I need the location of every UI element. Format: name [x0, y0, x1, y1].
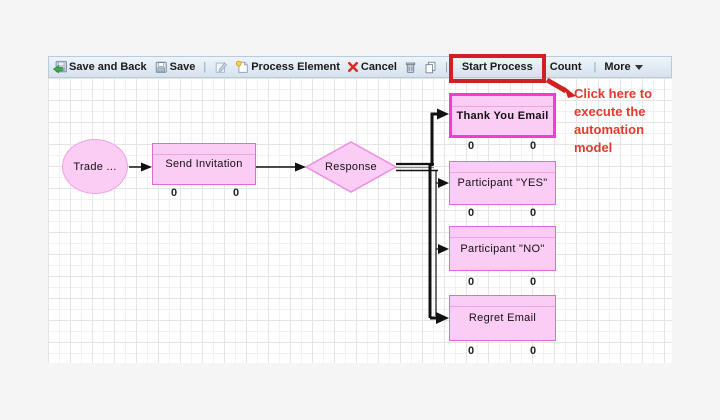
node-label: Regret Email [468, 312, 537, 324]
cancel-x-icon [347, 61, 359, 73]
highlight-box-start-process [449, 54, 546, 83]
copy-button[interactable] [424, 61, 437, 74]
node-regret-email[interactable]: Regret Email [449, 295, 556, 341]
node-header-divider [452, 106, 553, 107]
more-label: More [604, 61, 631, 73]
connector-lines [129, 108, 449, 324]
save-back-icon [53, 60, 67, 74]
node-header-divider [450, 306, 555, 307]
start-process-button[interactable]: Start Process [456, 61, 539, 73]
save-icon [154, 60, 168, 74]
delete-button[interactable] [404, 61, 417, 74]
annotation-callout: Click here to execute the automation mod… [574, 86, 653, 155]
node-label: Send Invitation [165, 158, 243, 170]
node-header-divider [153, 154, 255, 155]
node-participant-no[interactable]: Participant "NO" [449, 226, 556, 271]
cancel-button[interactable]: Cancel [347, 61, 397, 73]
count-badge: 0 [529, 276, 537, 288]
node-send-invitation[interactable]: Send Invitation [152, 143, 256, 185]
flow-canvas[interactable]: Trade ... Send Invitation Response Thank… [48, 78, 672, 363]
count-badge: 0 [529, 345, 537, 357]
count-button[interactable]: Count [546, 61, 586, 73]
toolbar-separator: | [444, 61, 448, 73]
more-button[interactable]: More [604, 61, 643, 73]
process-element-button[interactable]: Process Element [235, 60, 340, 74]
count-badge: 0 [467, 207, 475, 219]
node-header-divider [450, 237, 555, 238]
count-badge: 0 [232, 187, 240, 199]
count-badge: 0 [170, 187, 178, 199]
process-element-label: Process Element [251, 61, 340, 73]
new-page-icon [235, 60, 249, 74]
caret-down-icon [634, 64, 643, 70]
edit-button[interactable] [214, 60, 228, 74]
count-badge: 0 [467, 140, 475, 152]
node-label: Trade ... [73, 160, 117, 173]
save-and-back-button[interactable]: Save and Back [53, 60, 147, 74]
save-button[interactable]: Save [154, 60, 196, 74]
trash-icon [404, 61, 417, 74]
toolbar-separator: | [593, 61, 597, 73]
node-participant-yes[interactable]: Participant "YES" [449, 161, 556, 205]
count-badge: 0 [467, 345, 475, 357]
node-thank-you-email[interactable]: Thank You Email [449, 93, 556, 138]
toolbar: Save and Back Save | Process Element Can… [48, 56, 672, 78]
node-header-divider [450, 172, 555, 173]
count-badge: 0 [529, 207, 537, 219]
count-badge: 0 [467, 276, 475, 288]
save-label: Save [169, 61, 196, 73]
cancel-label: Cancel [360, 61, 397, 73]
edit-icon [214, 60, 228, 74]
count-badge: 0 [529, 140, 537, 152]
node-trade-start[interactable]: Trade ... [62, 139, 128, 194]
node-label: Response [325, 161, 377, 173]
node-label: Participant "NO" [460, 242, 545, 255]
save-and-back-label: Save and Back [69, 61, 147, 73]
copy-icon [424, 61, 437, 74]
node-label: Thank You Email [456, 109, 549, 122]
toolbar-separator: | [203, 61, 207, 73]
start-process-label: Start Process [461, 61, 533, 73]
node-label: Participant "YES" [457, 177, 548, 189]
node-response-decision[interactable]: Response [306, 161, 396, 173]
count-label: Count [549, 61, 582, 73]
